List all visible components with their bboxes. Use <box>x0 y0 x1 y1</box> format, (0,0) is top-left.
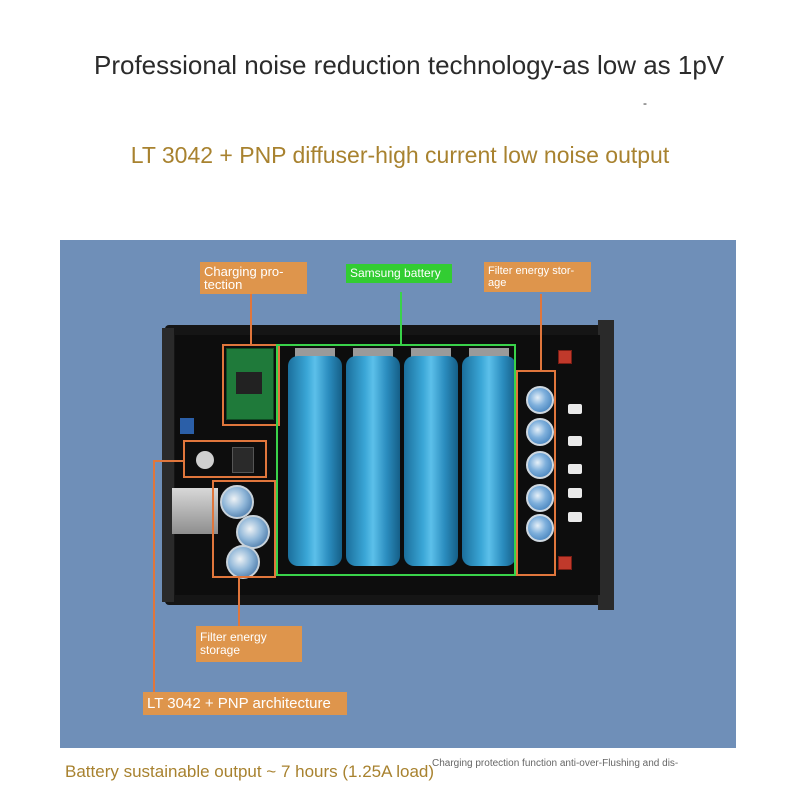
page-headline: Professional noise reduction technology-… <box>94 50 725 80</box>
stray-dash: - <box>643 96 647 110</box>
leader-line <box>153 460 155 692</box>
toggle-switch <box>558 350 572 364</box>
toggle-switch <box>558 556 572 570</box>
battery-cell <box>288 356 342 566</box>
filter-capacitor <box>526 386 554 414</box>
leader-line <box>400 292 402 344</box>
callout-lt3042-pnp-architecture: LT 3042 + PNP architecture <box>143 692 347 715</box>
leader-line <box>250 292 252 344</box>
lt3042-pnp-highlight <box>183 440 267 478</box>
output-terminal <box>568 464 582 474</box>
enclosure-right-cap <box>598 320 614 610</box>
filter-capacitor <box>226 545 260 579</box>
leader-line <box>540 294 542 370</box>
enclosure-left-cap <box>162 328 174 602</box>
filter-capacitor-highlight <box>212 480 276 578</box>
filter-capacitor <box>526 418 554 446</box>
output-terminal <box>568 436 582 446</box>
leader-line <box>238 578 240 626</box>
filter-energy-storage-highlight <box>516 370 556 576</box>
blue-connector <box>180 418 194 434</box>
regulator-chip <box>232 447 254 473</box>
battery-cap <box>295 348 335 358</box>
battery-output-caption: Battery sustainable output ~ 7 hours (1.… <box>65 762 435 781</box>
filter-capacitor <box>220 485 254 519</box>
protection-caption: Charging protection function anti-over-F… <box>432 758 679 769</box>
leader-line <box>153 460 183 462</box>
battery-cap <box>353 348 393 358</box>
battery-cap <box>469 348 509 358</box>
filter-capacitor <box>526 451 554 479</box>
battery-cap <box>411 348 451 358</box>
charging-module-chip <box>236 372 262 394</box>
page-subheadline: LT 3042 + PNP diffuser-high current low … <box>130 142 670 168</box>
callout-samsung-battery: Samsung battery <box>346 264 452 283</box>
filter-capacitor <box>526 514 554 542</box>
battery-cell <box>462 356 516 566</box>
battery-cell <box>404 356 458 566</box>
callout-filter-energy-storage-bottom: Filter energy storage <box>196 626 302 662</box>
callout-filter-energy-storage: Filter energy stor-age <box>484 262 591 292</box>
usb-port <box>172 488 218 534</box>
battery-cell <box>346 356 400 566</box>
output-terminal <box>568 488 582 498</box>
filter-capacitor <box>526 484 554 512</box>
charging-module <box>226 348 274 420</box>
output-terminal <box>568 512 582 522</box>
callout-charging-protection: Charging pro-tection <box>200 262 307 294</box>
charging-protection-highlight <box>222 344 280 426</box>
dc-jack <box>196 451 214 469</box>
output-terminal <box>568 404 582 414</box>
filter-capacitor <box>236 515 270 549</box>
samsung-battery-highlight <box>276 344 516 576</box>
